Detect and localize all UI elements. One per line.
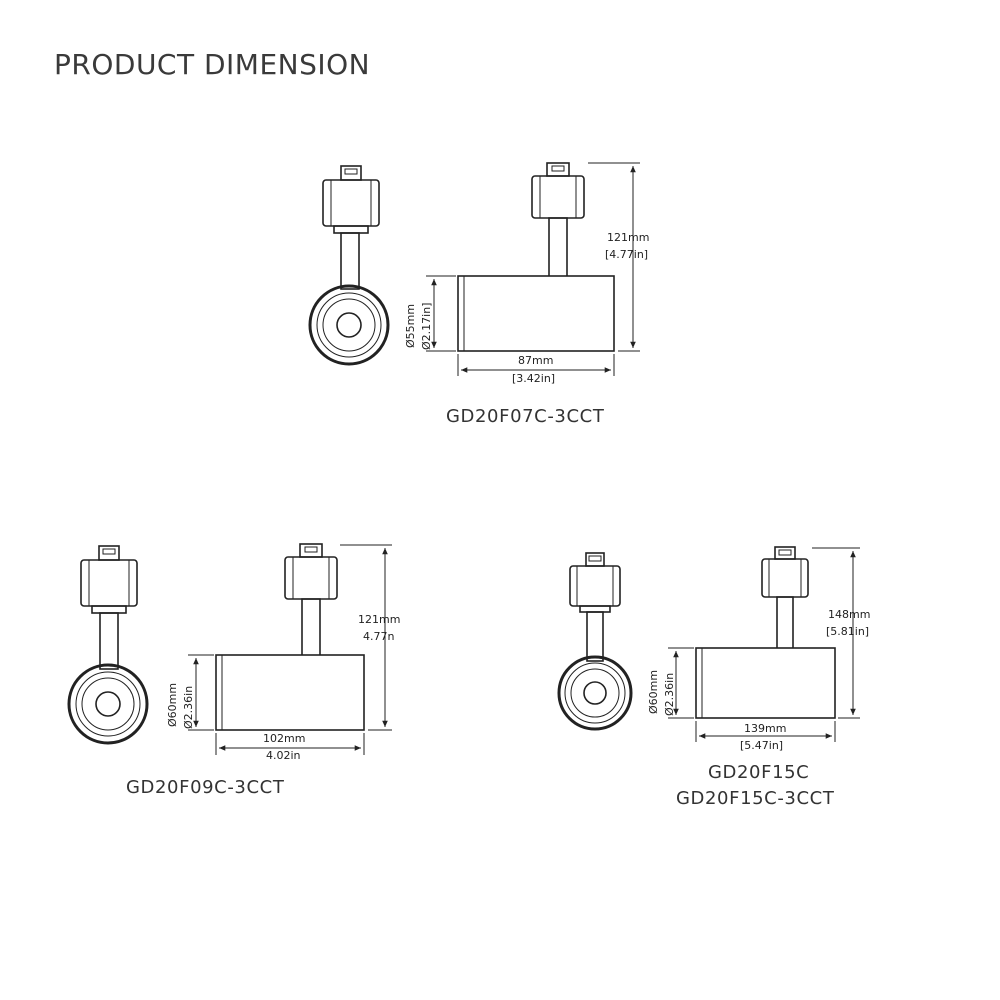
product-3-height-in: [5.81in]: [826, 625, 869, 638]
product-3-diameter-mm: Ø60mm: [647, 670, 660, 714]
product-1-height-mm: 121mm: [607, 231, 649, 244]
product-1-side-view: [457, 162, 615, 352]
product-1-height-in: [4.77in]: [605, 248, 648, 261]
product-2-side-view: [215, 543, 365, 731]
page-title: PRODUCT DIMENSION: [54, 48, 371, 81]
product-1-diameter-in: Ø2.17in]: [420, 303, 433, 350]
product-3-length-in: [5.47in]: [740, 739, 783, 752]
product-2-front-view: [67, 545, 149, 745]
product-1-length-mm: 87mm: [518, 354, 553, 367]
product-3-height-mm: 148mm: [828, 608, 870, 621]
product-3-model-0: GD20F15C: [708, 762, 809, 783]
product-1-dimension-lines: [426, 162, 640, 376]
product-2-height-in: 4.77n: [363, 630, 394, 643]
product-2-length-in: 4.02in: [266, 749, 301, 762]
product-2-dimension-lines: [188, 544, 392, 755]
product-3-length-mm: 139mm: [744, 722, 786, 735]
product-3-diameter-in: Ø2.36in: [663, 673, 676, 716]
product-1-front-view: [308, 165, 390, 366]
product-2-length-mm: 102mm: [263, 732, 305, 745]
product-3-front-view: [557, 552, 633, 731]
product-1-model-0: GD20F07C-3CCT: [446, 406, 605, 427]
product-2-model-0: GD20F09C-3CCT: [126, 777, 285, 798]
product-2-diameter-in: Ø2.36in: [182, 686, 195, 729]
product-1-diameter-mm: Ø55mm: [404, 304, 417, 348]
product-3-side-view: [695, 546, 836, 719]
product-2-height-mm: 121mm: [358, 613, 400, 626]
product-3-model-1: GD20F15C-3CCT: [676, 788, 835, 809]
product-2-diameter-mm: Ø60mm: [166, 683, 179, 727]
product-1-length-in: [3.42in]: [512, 372, 555, 385]
product-3-dimension-lines: [668, 547, 860, 742]
